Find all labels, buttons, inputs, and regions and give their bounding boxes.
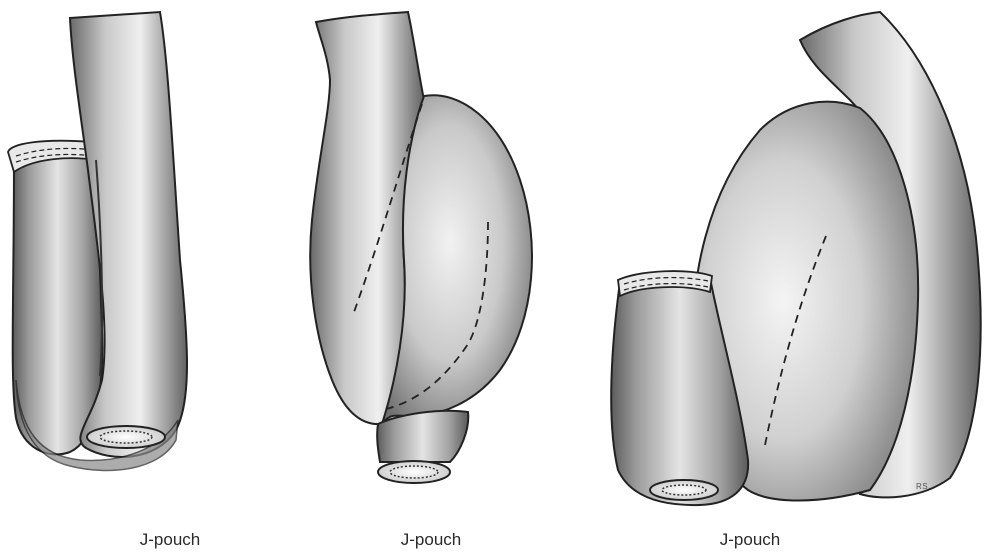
panel-3-anastomosis bbox=[650, 480, 718, 500]
panel-1-blind-limb bbox=[13, 142, 103, 455]
panel-2-caption: J-pouch bbox=[401, 530, 461, 550]
panel-2-j-pouch-stapled bbox=[310, 12, 532, 483]
panel-2-anastomosis bbox=[378, 461, 450, 483]
panel-1-anastomosis bbox=[87, 426, 165, 448]
panel-1-caption: J-pouch bbox=[140, 530, 200, 550]
panel-1-simple-j-pouch bbox=[8, 12, 187, 470]
artist-initials: RS bbox=[916, 482, 928, 491]
panel-3-caption: J-pouch bbox=[720, 530, 780, 550]
panel-3-large-j-pouch bbox=[611, 12, 980, 505]
panel-2-outlet bbox=[377, 411, 468, 462]
